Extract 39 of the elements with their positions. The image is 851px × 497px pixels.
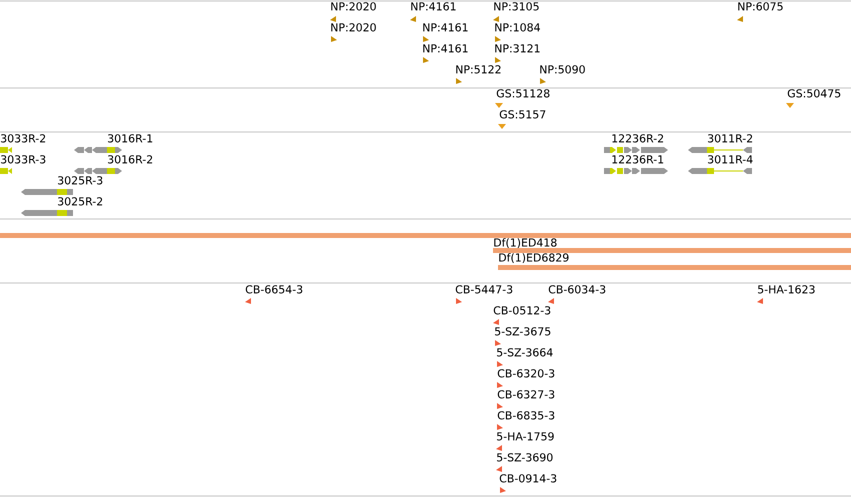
feature-label: CB-0512-3 [494, 306, 550, 314]
feature-label: 3025R-2 [58, 197, 102, 206]
feature-label: 3011R-4 [708, 155, 753, 164]
feature-label: GS:50475 [788, 89, 840, 98]
feature-label: 5-SZ-3690 [497, 453, 552, 462]
feature-label: NP:3121 [495, 44, 540, 52]
feature-label: NP:1084 [495, 23, 540, 32]
feature-label: NP:5122 [456, 65, 500, 74]
feature-label: Df(1)ED6829 [499, 253, 568, 263]
feature-label: NP:6075 [738, 2, 783, 10]
feature-label: CB-6034-3 [548, 285, 606, 294]
feature-label: 12236R-1 [612, 155, 664, 164]
feature-label: NP:4161 [411, 2, 456, 10]
feature-label: 12236R-2 [612, 134, 664, 142]
feature-label: 3033R-3 [1, 155, 46, 164]
feature-label: 5-SZ-3675 [495, 327, 550, 336]
feature-label: CB-6654-3 [246, 285, 302, 294]
feature-label: NP:4161 [423, 44, 468, 52]
feature-label: Df(1)ED418 [494, 238, 557, 248]
feature-label: CB-6320-3 [498, 369, 554, 378]
feature-label: 5-HA-1759 [497, 432, 554, 440]
feature-label: NP:3105 [494, 2, 539, 10]
feature-label: 3011R-2 [708, 134, 752, 142]
feature-label: CB-5447-3 [456, 285, 512, 294]
feature-label: CB-6327-3 [498, 390, 554, 398]
feature-label: NP:5090 [540, 65, 585, 74]
feature-label: 5-SZ-3664 [497, 348, 553, 356]
feature-label: 3033R-2 [1, 134, 46, 142]
feature-label: GS:51128 [496, 89, 550, 98]
feature-label: 3025R-3 [58, 176, 102, 184]
feature-label: NP:2020 [331, 2, 376, 10]
feature-label: 3016R-1 [108, 134, 152, 142]
feature-label: GS:5157 [500, 110, 546, 118]
feature-label: CB-6835-3 [498, 411, 554, 420]
feature-label: 5-HA-1623 [758, 285, 815, 294]
feature-label: NP:4161 [423, 23, 468, 32]
feature-label: CB-0914-3 [500, 474, 556, 482]
feature-label: NP:2020 [331, 23, 376, 32]
feature-label: 3016R-2 [108, 155, 152, 164]
